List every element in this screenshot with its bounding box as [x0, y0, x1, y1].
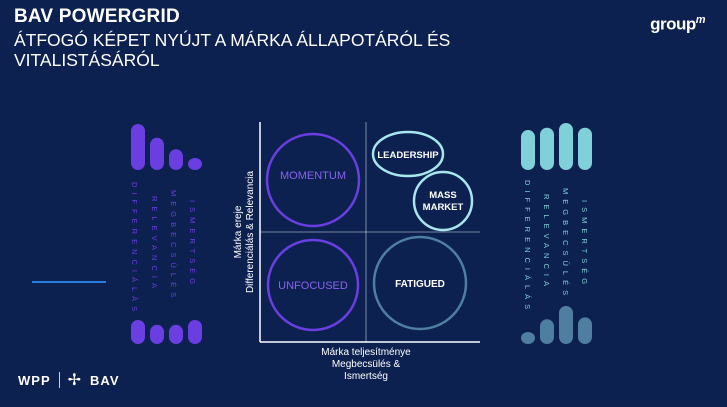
left-label-ismertseg: ISMERTSÉG	[188, 200, 197, 290]
right-top-bar-3	[559, 123, 573, 170]
left-bottom-bars	[131, 320, 202, 344]
mass-market-label-line1: MASS	[429, 190, 456, 201]
momentum-label: MOMENTUM	[280, 170, 346, 182]
left-top-bar-2	[150, 137, 164, 170]
x-axis-title: Márka teljesítménye Megbecsülés & Ismert…	[296, 347, 436, 383]
left-bottom-bar-3	[169, 324, 183, 344]
right-bottom-bar-4	[578, 317, 592, 344]
right-bottom-bars	[521, 306, 592, 344]
unfocused-circle	[266, 238, 360, 332]
left-top-bars	[131, 124, 202, 170]
left-label-relevancia: RELEVANCIA	[150, 196, 159, 293]
groupm-logo: groupm	[650, 14, 705, 35]
left-bottom-bar-2	[150, 324, 164, 344]
right-label-relevancia: RELEVANCIA	[542, 194, 551, 291]
left-top-bar-1	[131, 124, 145, 170]
y-axis-title-line1: Márka ereje	[233, 205, 245, 259]
x-axis-title-line1: Márka teljesítménye	[321, 347, 411, 358]
left-top-bar-3	[169, 149, 183, 170]
leadership-label: LEADERSHIP	[377, 150, 439, 161]
right-top-bar-2	[540, 127, 554, 170]
right-bottom-bar-3	[559, 306, 573, 344]
mass-market-label-line2: MARKET	[423, 202, 464, 213]
y-axis-title: Márka ereje Differenciálás & Relevancia	[220, 152, 270, 312]
mass-market-circle	[412, 170, 474, 232]
fatigued-circle	[372, 235, 468, 331]
footer-separator	[58, 372, 60, 388]
leadership-circle	[371, 130, 445, 178]
fatigued-label: FATIGUED	[395, 279, 445, 290]
left-bottom-bar-1	[131, 320, 145, 344]
footer-logos: WPP ✢ BAV	[18, 370, 120, 390]
page-subtitle: ÁTFOGÓ KÉPET NYÚJT A MÁRKA ÁLLAPOTÁRÓL É…	[14, 30, 451, 70]
left-label-differencialas: DIFFERENCIÁLÁS	[130, 182, 139, 317]
right-top-bar-4	[578, 127, 592, 170]
y-axis-title-line2: Differenciálás & Relevancia	[245, 170, 257, 294]
right-label-megbecsules: MEGBECSÜLÉS	[561, 188, 570, 301]
right-top-bars	[521, 123, 592, 170]
right-bottom-bar-1	[521, 332, 535, 344]
wpp-logo: WPP	[18, 372, 51, 388]
left-top-bar-4	[188, 158, 202, 170]
bav-star-icon: ✢	[67, 372, 83, 389]
groupm-logo-suffix: m	[695, 14, 706, 26]
right-label-ismertseg: ISMERTSÉG	[580, 200, 589, 290]
right-bottom-bar-2	[540, 319, 554, 344]
right-label-differencialas: DIFFERENCIÁLÁS	[523, 180, 532, 315]
groupm-logo-text: group	[650, 14, 696, 34]
page-title: BAV POWERGRID	[14, 6, 180, 27]
momentum-circle	[265, 132, 361, 228]
unfocused-label: UNFOCUSED	[278, 280, 348, 292]
accent-line	[32, 281, 106, 283]
bav-logo: BAV	[90, 372, 120, 388]
left-label-megbecsules: MEGBECSÜLÉS	[169, 190, 178, 303]
x-axis-title-line3: Ismertség	[344, 371, 388, 382]
right-top-bar-1	[521, 130, 535, 170]
x-axis-title-line2: Megbecsülés &	[331, 359, 401, 370]
left-bottom-bar-4	[188, 320, 202, 344]
